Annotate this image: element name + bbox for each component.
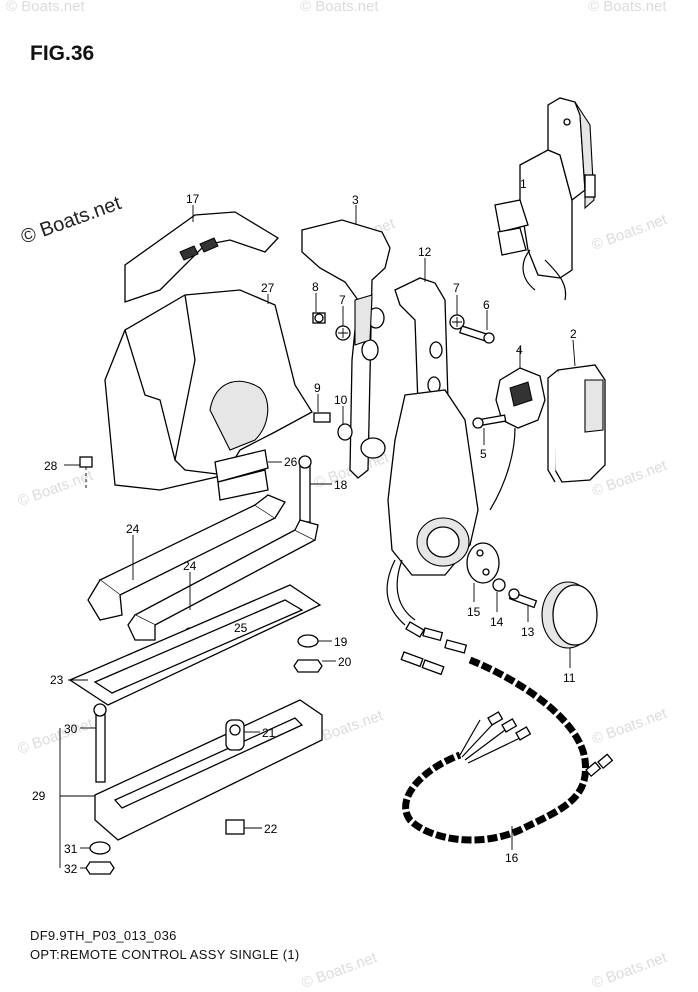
part-13-screw (508, 588, 538, 622)
callout-21: 21 (262, 726, 276, 740)
callout-9: 9 (314, 381, 321, 395)
callout-26: 26 (284, 455, 298, 469)
callout-16: 16 (505, 851, 519, 865)
callout-32: 32 (64, 862, 78, 876)
part-30-bolt (80, 703, 107, 783)
callout-14: 14 (490, 615, 504, 629)
figure-code: DF9.9TH_P03_013_036 (30, 928, 177, 943)
part-26-plate (217, 461, 282, 501)
part-6-screw (459, 310, 495, 344)
part-24-bracket-lower (127, 519, 319, 641)
callout-27: 27 (261, 281, 275, 295)
lever-arm (387, 389, 479, 576)
watermark: © Boats.net (300, 0, 379, 15)
part-4-switch (489, 348, 546, 511)
part-31-washer (80, 841, 111, 855)
part-2-grip (547, 339, 606, 483)
part-18-bolt (298, 455, 332, 523)
part-20-nut (293, 659, 336, 673)
part-21-clip (225, 719, 260, 751)
part-1-control-box (494, 97, 596, 301)
part-7-washer-right (449, 295, 465, 330)
part-10-washer (337, 406, 353, 441)
callout-15: 15 (467, 605, 481, 619)
figure-description: OPT:REMOTE CONTROL ASSY SINGLE (1) (30, 947, 300, 962)
figure-title: FIG.36 (30, 42, 95, 65)
part-16-wire-harness (386, 559, 614, 850)
callout-20: 20 (338, 655, 352, 669)
callout-23: 23 (50, 673, 64, 687)
callout-5: 5 (480, 447, 487, 461)
callout-30: 30 (64, 722, 78, 736)
part-22-clip (225, 819, 262, 835)
callout-7a: 7 (339, 293, 346, 307)
callout-4: 4 (516, 343, 523, 357)
callout-3: 3 (352, 193, 359, 207)
part-9-bolt (313, 394, 331, 423)
part-28-screw (64, 456, 93, 490)
part-24-bracket-upper (87, 494, 286, 621)
watermark: © Boats.net (6, 0, 85, 15)
callout-11: 11 (563, 671, 576, 685)
part-12-lever-half (394, 258, 449, 411)
callout-1: 1 (520, 177, 527, 191)
callout-7b: 7 (453, 281, 460, 295)
part-23-gasket (68, 584, 322, 706)
callout-8: 8 (312, 280, 319, 294)
callout-28: 28 (44, 459, 58, 473)
callout-22: 22 (264, 822, 278, 836)
callout-10: 10 (334, 393, 348, 407)
part-7-washer-left (335, 306, 351, 341)
part-8-bolt (312, 293, 326, 324)
part-3-lever-half (301, 205, 391, 479)
watermark: © Boats.net (588, 0, 667, 15)
callout-25: 25 (234, 621, 248, 635)
part-11-cap (541, 581, 598, 668)
part-14-washer (492, 578, 506, 612)
part-17-top-cover (124, 205, 280, 303)
callout-31: 31 (64, 842, 78, 856)
callout-2: 2 (570, 327, 577, 341)
part-19-washer (297, 634, 332, 648)
part-15-plate (466, 542, 500, 602)
part-5-screw (472, 414, 507, 445)
callout-24a: 24 (126, 522, 140, 536)
callout-29: 29 (32, 789, 46, 803)
callout-24b: 24 (183, 559, 197, 573)
part-32-nut (80, 861, 115, 875)
callout-17: 17 (186, 192, 200, 206)
callout-13: 13 (521, 625, 535, 639)
callout-19: 19 (334, 635, 348, 649)
part-27-housing (104, 289, 313, 491)
callout-12: 12 (418, 245, 432, 259)
callout-6: 6 (483, 298, 490, 312)
callout-18: 18 (334, 478, 348, 492)
